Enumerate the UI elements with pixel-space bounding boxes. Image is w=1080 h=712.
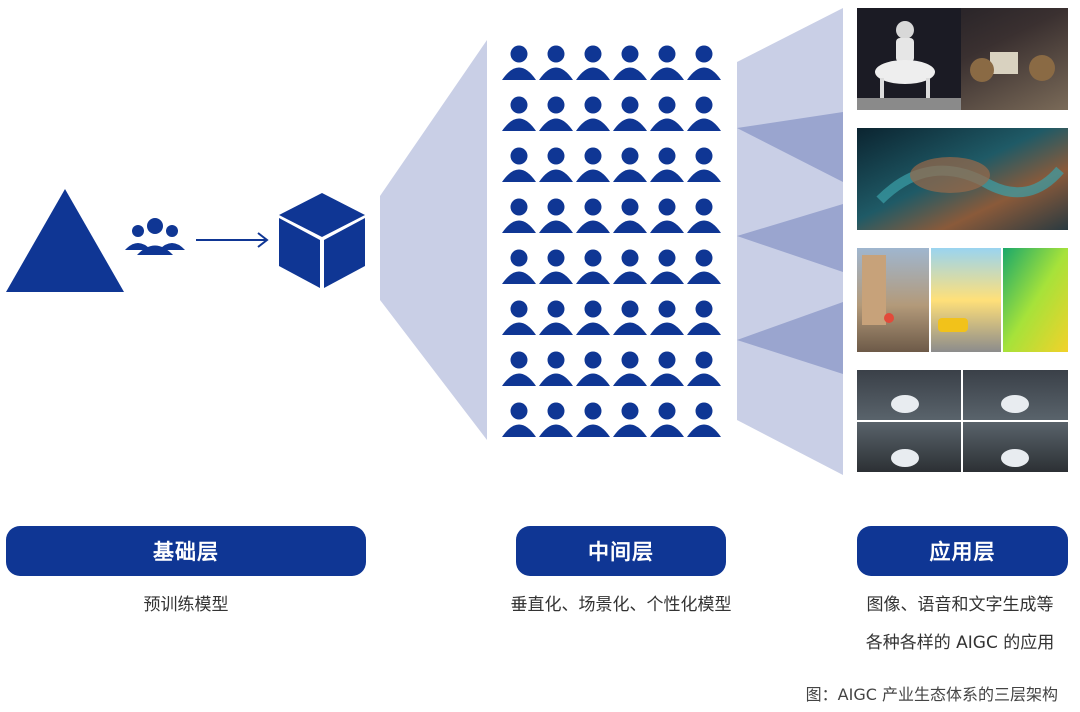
layer-desc-base: 预训练模型 [143, 595, 229, 615]
person-icon [576, 198, 610, 233]
person-icon [502, 147, 536, 182]
person-icon [650, 147, 684, 182]
person-icon [613, 45, 647, 80]
person-icon [539, 198, 573, 233]
person-icon [650, 45, 684, 80]
person-icon [502, 249, 536, 284]
layer-label-base: 基础层 [6, 526, 366, 576]
funnel-left [380, 40, 487, 440]
figure-caption: 图：AIGC 产业生态体系的三层架构 [805, 685, 1058, 704]
person-icon [539, 351, 573, 386]
person-icon [687, 300, 721, 335]
person-icon [502, 402, 536, 437]
person-icon [687, 96, 721, 131]
layer-label-middle: 中间层 [516, 526, 726, 576]
group-icon [125, 218, 185, 255]
person-icon [650, 96, 684, 131]
layer-label-application: 应用层 [857, 526, 1068, 576]
person-icon [687, 249, 721, 284]
person-icon [613, 147, 647, 182]
person-icon [502, 300, 536, 335]
person-icon [613, 96, 647, 131]
person-icon [502, 198, 536, 233]
person-icon [576, 96, 610, 131]
person-icon [576, 300, 610, 335]
person-icon [687, 45, 721, 80]
person-icon [576, 402, 610, 437]
person-icon [502, 351, 536, 386]
person-icon [650, 198, 684, 233]
person-icon [576, 45, 610, 80]
person-icon [539, 45, 573, 80]
funnel-right [737, 8, 843, 475]
person-icon [502, 96, 536, 131]
person-icon [613, 198, 647, 233]
person-icon [539, 147, 573, 182]
person-icon [576, 351, 610, 386]
person-icon [650, 351, 684, 386]
person-icon [613, 249, 647, 284]
person-icon [613, 300, 647, 335]
person-icon [687, 198, 721, 233]
person-icon [539, 402, 573, 437]
person-icon [576, 249, 610, 284]
person-icon [539, 249, 573, 284]
person-icon [650, 249, 684, 284]
person-icon [502, 45, 536, 80]
arrow-right-icon [196, 232, 269, 248]
layer-desc-application-line2: 各种各样的 AIGC 的应用 [865, 633, 1055, 653]
app-image-4 [857, 370, 1068, 472]
layer-desc-middle: 垂直化、场景化、个性化模型 [510, 595, 732, 615]
app-image-3 [857, 248, 1068, 352]
person-icon [613, 402, 647, 437]
person-icon [650, 300, 684, 335]
triangle-icon [6, 189, 124, 292]
person-icon [687, 351, 721, 386]
layer-desc-application-line1: 图像、语音和文字生成等 [866, 595, 1054, 615]
person-icon [687, 147, 721, 182]
person-icon [687, 402, 721, 437]
cube-icon [279, 193, 365, 288]
person-icon [539, 300, 573, 335]
person-icon [539, 96, 573, 131]
people-grid [502, 45, 721, 437]
app-image-1 [857, 8, 1068, 110]
person-icon [650, 402, 684, 437]
person-icon [576, 147, 610, 182]
person-icon [613, 351, 647, 386]
app-image-2 [857, 128, 1068, 230]
